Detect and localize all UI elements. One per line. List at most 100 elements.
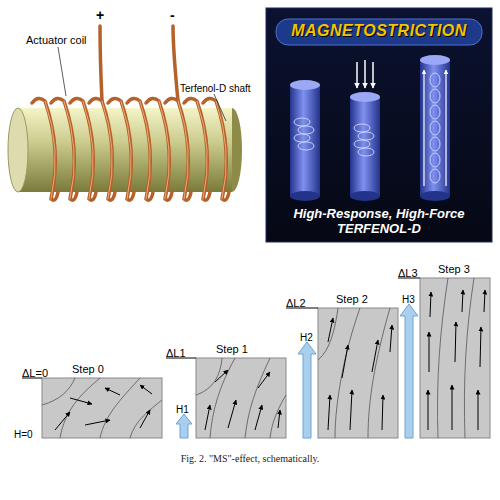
step-heading: Step 1 (216, 343, 248, 356)
length-ticks (22, 278, 420, 378)
rod-base (350, 191, 380, 201)
loop (358, 132, 374, 140)
domain-arrows (55, 290, 485, 430)
panel-figure (266, 8, 492, 242)
coil-lead (173, 26, 178, 101)
shaft-face (8, 108, 28, 192)
domain-arrow (342, 345, 348, 378)
domain-arrow (70, 398, 92, 404)
rod-top (350, 92, 380, 102)
field-arrow (176, 414, 192, 438)
domain-arrow (278, 410, 280, 428)
domain-arrow (328, 318, 333, 342)
domain-arrow (390, 325, 392, 352)
label-holder: Actuator coil (26, 30, 87, 48)
panel-ground (266, 8, 492, 242)
chain-link (430, 169, 440, 183)
loop (298, 126, 314, 134)
field-arrow (356, 62, 358, 88)
step-heading: Step 2 (336, 293, 368, 306)
domain-wall (368, 308, 390, 438)
chain-link (430, 153, 440, 167)
rod-base (420, 191, 450, 201)
coil-winding (32, 26, 229, 200)
field-arrow (400, 304, 418, 438)
domain-arrow (55, 412, 70, 430)
field-arrow (372, 62, 374, 88)
domain-arrow (328, 395, 330, 430)
field-arrows (176, 304, 418, 438)
rod-top (290, 80, 320, 90)
label-holder: - (170, 6, 175, 24)
domain-box: Step 1 (196, 358, 286, 438)
loop (354, 140, 370, 148)
domain-wall (318, 308, 338, 360)
chain-link (430, 89, 440, 103)
domain-ground (42, 378, 162, 438)
label-holder: H1 (176, 399, 189, 417)
field-arrow (423, 70, 424, 186)
leader-line (214, 94, 226, 121)
elongation-label: ΔL3 (398, 267, 418, 280)
field-label: H3 (402, 294, 415, 306)
label-holder: + (96, 6, 104, 24)
domain-box: Step 2 (318, 308, 398, 438)
label-holder: Terfenol-D shaft (180, 78, 251, 96)
domain-arrow (205, 405, 210, 430)
domain-arrow (455, 322, 456, 362)
domain-wall (60, 378, 100, 438)
loop (294, 134, 310, 142)
domain-ground (420, 278, 490, 438)
field-label: H1 (176, 404, 189, 416)
chain-link (430, 105, 440, 119)
domain-arrow (484, 290, 485, 312)
domain-wall (464, 278, 474, 438)
title-band (276, 19, 482, 45)
field-arrow (298, 342, 316, 438)
caption-holder: Fig. 2. "MS"-effect, schematically. (0, 448, 500, 466)
loop (354, 124, 370, 132)
chain-link (430, 137, 440, 151)
loop (298, 142, 314, 150)
field-arrow (364, 60, 366, 88)
label-holder: ΔL=0 (22, 363, 48, 381)
domain-wall (335, 308, 360, 438)
domain-arrow (228, 400, 236, 428)
coil-shine (45, 101, 226, 199)
domain-arrow (140, 410, 150, 428)
domain-arrow (372, 340, 378, 372)
actuator-figure (8, 26, 242, 200)
domain-arrow (429, 332, 430, 372)
label-holder: H=0 (14, 424, 33, 442)
domain-box: Step 0 (42, 378, 162, 438)
domain-wall (245, 358, 270, 438)
domain-grounds (42, 278, 490, 438)
coil-highlight (45, 101, 226, 199)
rod (350, 97, 380, 196)
chain-link (430, 121, 440, 135)
shaft-end (232, 108, 242, 192)
part-label: Actuator coil (26, 34, 87, 47)
domain-arrow (480, 327, 481, 367)
domain-arrow (462, 290, 463, 312)
label-holder: ΔL1 (166, 343, 186, 361)
terminal-sign: - (170, 7, 175, 23)
rod-loops (354, 124, 374, 156)
domain-arrow (85, 420, 110, 425)
domain-arrow (428, 390, 429, 430)
domain-wall (210, 358, 235, 438)
domain-arrow (478, 390, 479, 430)
label-holder: H3 (402, 289, 415, 307)
elongation-label: ΔL1 (166, 347, 186, 360)
domain-wall (130, 400, 162, 438)
rod-base (290, 191, 320, 201)
domain-wall (42, 378, 75, 405)
chain-link (430, 73, 440, 87)
field-arrows (424, 70, 446, 186)
rod-chain (430, 73, 440, 183)
label-holder: H2 (300, 327, 313, 345)
label-holder: ΔL3 (398, 263, 418, 281)
